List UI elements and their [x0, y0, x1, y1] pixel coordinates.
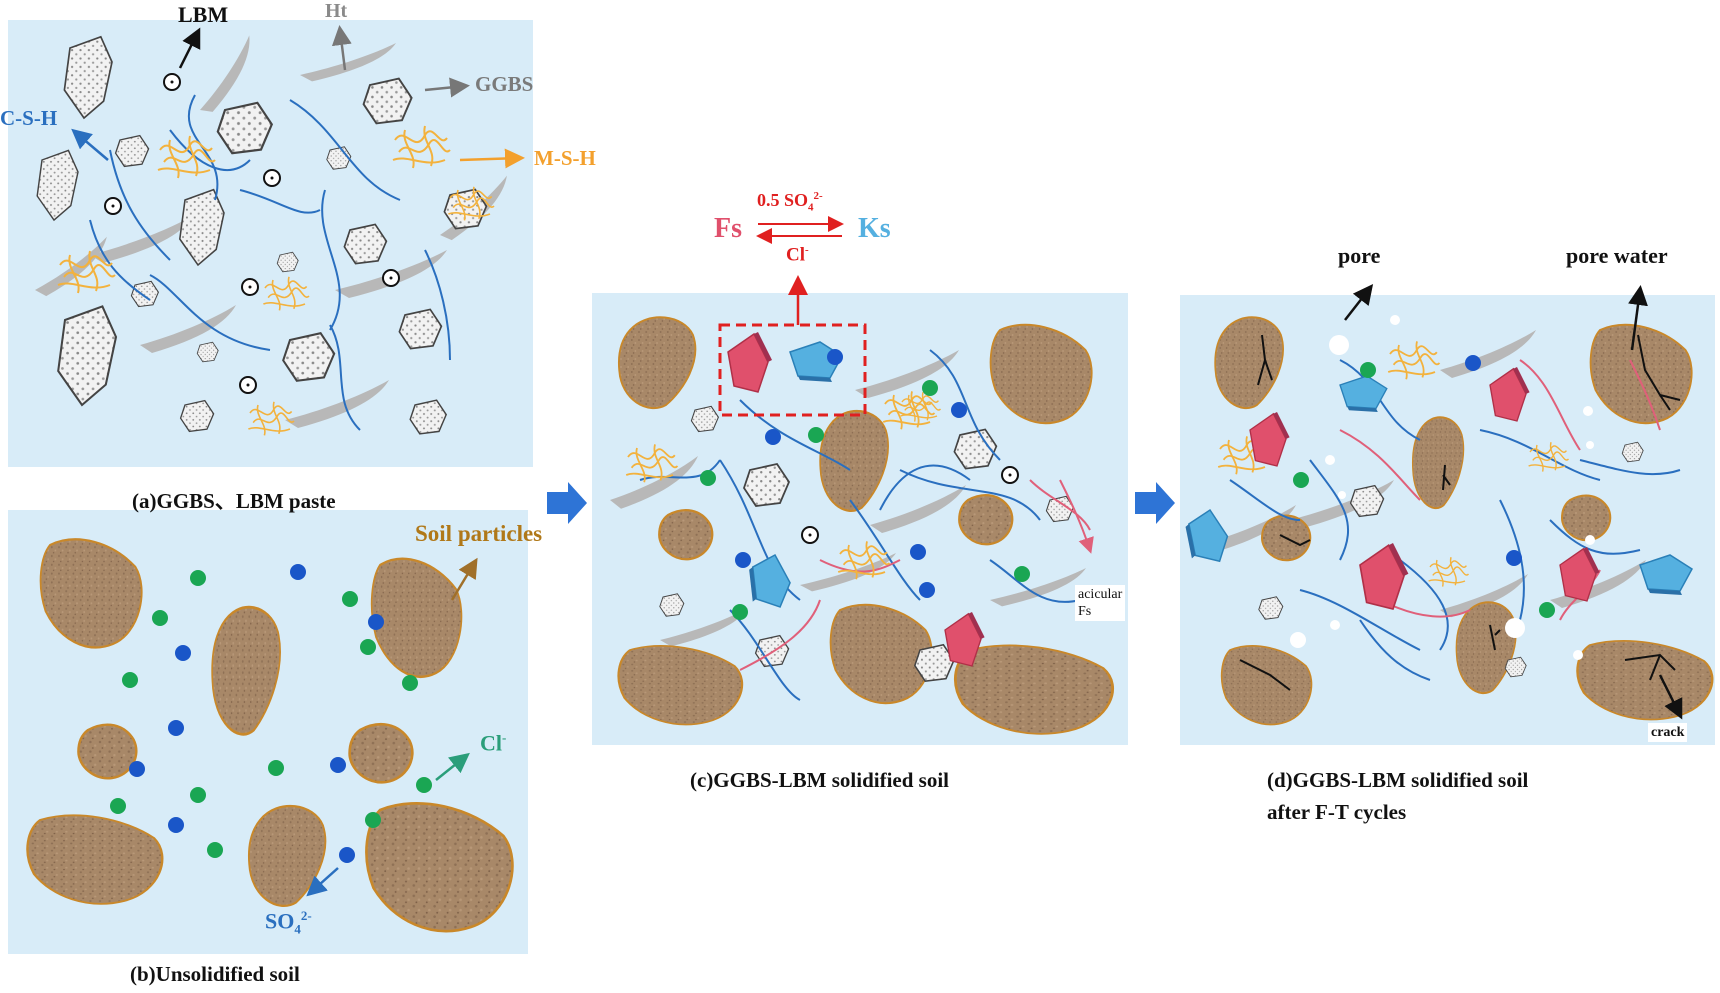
caption-panel-c: (c)GGBS-LBM solidified soil	[690, 768, 950, 792]
label-reaction-forward: 0.5 SO42-	[757, 190, 823, 214]
sulfate-ions	[129, 564, 384, 863]
caption-panel-d-line1: (d)GGBS-LBM solidified soil	[1267, 768, 1529, 792]
label-lbm: LBM	[178, 2, 229, 27]
caption-panel-d-line2: after F-T cycles	[1267, 800, 1407, 824]
label-fs: Fs	[714, 213, 742, 244]
panel-b-arrows	[306, 557, 478, 897]
panel-c	[592, 216, 1128, 745]
label-ht: Ht	[325, 0, 348, 22]
label-reaction-reverse: Cl-	[786, 244, 809, 266]
panel-d	[1180, 284, 1715, 745]
pores-d	[1290, 315, 1595, 660]
caption-panel-a: (a)GGBS、LBM paste	[132, 489, 336, 513]
label-pore-water: pore water	[1566, 243, 1668, 268]
label-pore: pore	[1338, 243, 1381, 268]
fibers-d	[1229, 359, 1681, 681]
ions-d	[1293, 355, 1555, 618]
fibers-c	[639, 349, 1094, 701]
label-ks: Ks	[858, 213, 891, 244]
reaction-arrows	[756, 216, 844, 244]
panel-b	[8, 510, 528, 954]
label-csh: C-S-H	[0, 106, 58, 130]
caption-panel-b: (b)Unsolidified soil	[130, 962, 300, 986]
cracks-d	[1239, 334, 1681, 691]
ions-c	[700, 349, 1030, 620]
label-ggbs: GGBS	[475, 72, 534, 96]
label-soil-particles: Soil particles	[415, 521, 543, 546]
label-msh: M-S-H	[534, 146, 596, 170]
panel-d-arrows	[1344, 284, 1683, 720]
chloride-ions	[110, 570, 432, 858]
panel-a	[8, 20, 533, 467]
panel-a-arrows	[71, 25, 525, 169]
transition-arrows	[547, 482, 1175, 524]
label-crack: crack	[1648, 723, 1688, 742]
label-sulfate: SO42-	[265, 908, 312, 937]
reaction-zone-box	[718, 323, 867, 417]
label-chloride: Cl-	[480, 730, 507, 756]
